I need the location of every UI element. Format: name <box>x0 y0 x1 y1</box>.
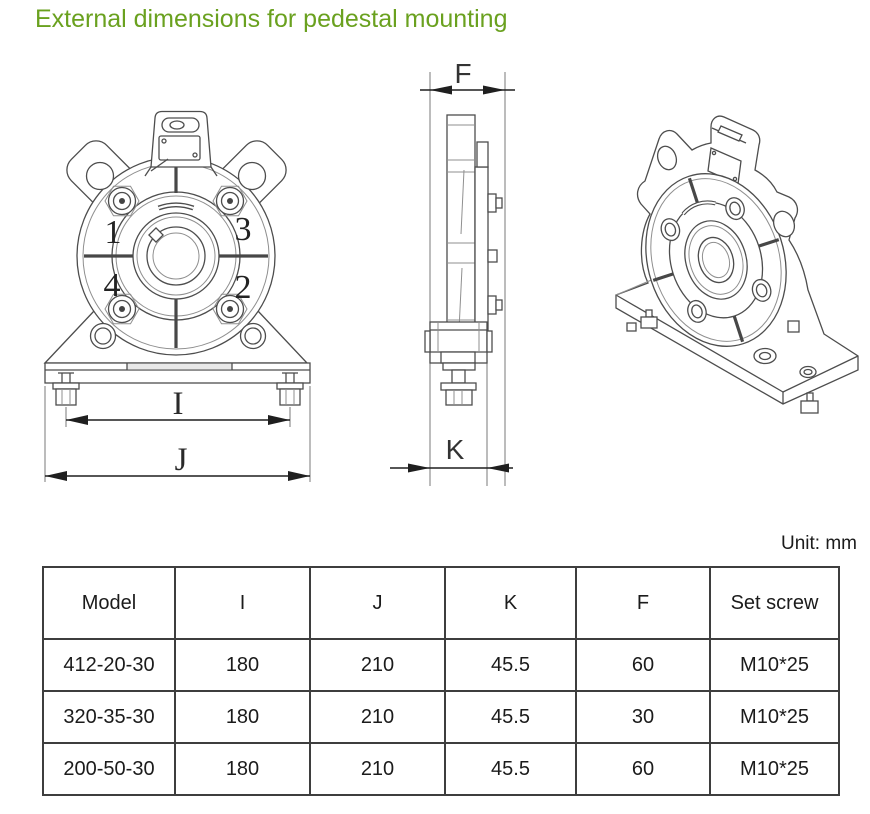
dimension-I: I <box>65 386 291 427</box>
dim-label-J: J <box>175 442 188 478</box>
bolt-number-4: 4 <box>104 267 121 304</box>
table-cell: 210 <box>309 638 446 692</box>
table-cell: 210 <box>309 742 446 796</box>
front-right-foot-bolt <box>276 372 304 406</box>
column-header: I <box>174 566 311 640</box>
dimension-F: F <box>420 58 515 95</box>
bolt-number-2: 2 <box>235 269 252 306</box>
table-cell: 210 <box>309 690 446 744</box>
table-cell: 60 <box>575 638 711 692</box>
table-cell: 320-35-30 <box>42 690 176 744</box>
table-cell: 180 <box>174 690 311 744</box>
table-cell: M10*25 <box>709 742 840 796</box>
column-header: Model <box>42 566 176 640</box>
bolt-number-3: 3 <box>235 211 252 248</box>
table-cell: 45.5 <box>444 690 577 744</box>
dim-label-F: F <box>454 58 471 89</box>
dim-label-K: K <box>446 434 465 465</box>
table-cell: 60 <box>575 742 711 796</box>
front-left-foot-bolt <box>52 372 80 406</box>
column-header: J <box>309 566 446 640</box>
iso-flange <box>645 173 787 347</box>
table-cell: M10*25 <box>709 638 840 692</box>
technical-drawings: 1 3 4 2 I J <box>43 58 859 486</box>
side-view-drawing: F K <box>390 58 515 486</box>
page-title: External dimensions for pedestal mountin… <box>35 5 508 33</box>
table-cell: 180 <box>174 638 311 692</box>
flange-bolts <box>104 185 248 325</box>
column-header: Set screw <box>709 566 840 640</box>
table-cell: 30 <box>575 690 711 744</box>
table-cell: 200-50-30 <box>42 742 176 796</box>
dim-label-I: I <box>173 386 184 422</box>
front-view-drawing: 1 3 4 2 I J <box>43 110 311 482</box>
column-header: F <box>575 566 711 640</box>
column-header: K <box>444 566 577 640</box>
table-cell: 180 <box>174 742 311 796</box>
unit-label: Unit: mm <box>781 533 857 554</box>
iso-terminal-box <box>707 125 747 185</box>
table-cell: 45.5 <box>444 638 577 692</box>
table-cell: 412-20-30 <box>42 638 176 692</box>
dimension-K: K <box>390 434 513 473</box>
terminal-box <box>144 110 218 177</box>
iso-foot-bolts <box>626 309 819 414</box>
isometric-view-drawing <box>615 115 859 414</box>
table-cell: M10*25 <box>709 690 840 744</box>
dimension-J: J <box>44 386 311 482</box>
table-cell: 45.5 <box>444 742 577 796</box>
bolt-number-1: 1 <box>105 214 122 251</box>
